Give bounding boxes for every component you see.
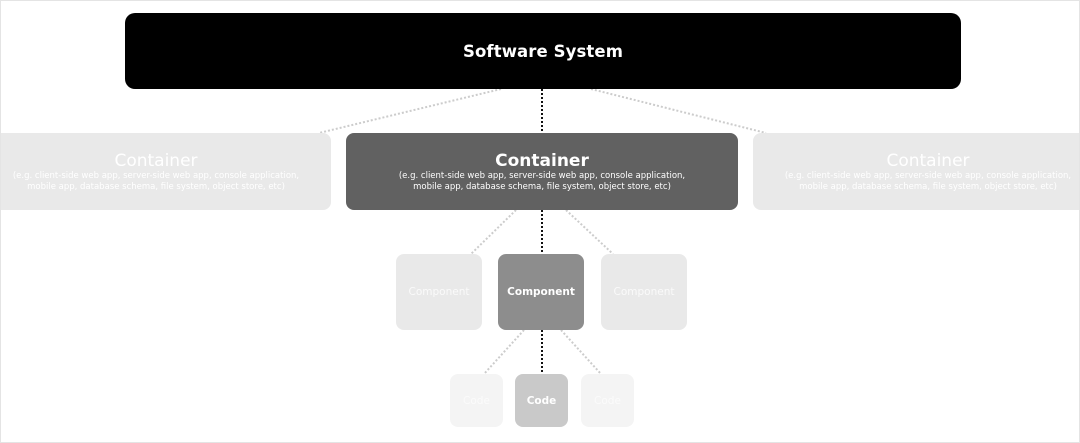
container-description: mobile app, database schema, file system… xyxy=(799,181,1057,192)
connector-container-component-right xyxy=(565,209,614,255)
code-box-focused: Code xyxy=(515,374,568,427)
container-title: Container xyxy=(114,150,198,171)
code-label: Code xyxy=(463,394,490,407)
software-system-title: Software System xyxy=(463,41,623,61)
container-box-focused: Container (e.g. client-side web app, ser… xyxy=(346,133,738,210)
connector-component-code-right xyxy=(560,329,602,375)
component-box-focused: Component xyxy=(498,254,584,330)
container-description: (e.g. client-side web app, server-side w… xyxy=(398,170,686,181)
container-description: (e.g. client-side web app, server-side w… xyxy=(784,170,1072,181)
connector-system-container-right xyxy=(590,88,767,134)
connector-container-component-left xyxy=(470,209,517,255)
container-description: (e.g. client-side web app, server-side w… xyxy=(12,170,300,181)
software-system-box: Software System xyxy=(125,13,961,89)
code-box-left: Code xyxy=(450,374,503,427)
component-box-right: Component xyxy=(601,254,687,330)
connector-system-container-left xyxy=(318,88,502,134)
component-label: Component xyxy=(613,286,675,298)
component-label: Component xyxy=(507,286,575,298)
connector-component-code-left xyxy=(483,329,525,375)
component-label: Component xyxy=(408,286,470,298)
container-description: mobile app, database schema, file system… xyxy=(413,181,671,192)
code-label: Code xyxy=(594,394,621,407)
container-description: mobile app, database schema, file system… xyxy=(27,181,285,192)
code-label: Code xyxy=(526,394,557,407)
component-box-left: Component xyxy=(396,254,482,330)
container-title: Container xyxy=(495,150,589,171)
container-title: Container xyxy=(886,150,970,171)
code-box-right: Code xyxy=(581,374,634,427)
container-box-right: Container (e.g. client-side web app, ser… xyxy=(753,133,1079,210)
container-box-left: Container (e.g. client-side web app, ser… xyxy=(1,133,331,210)
